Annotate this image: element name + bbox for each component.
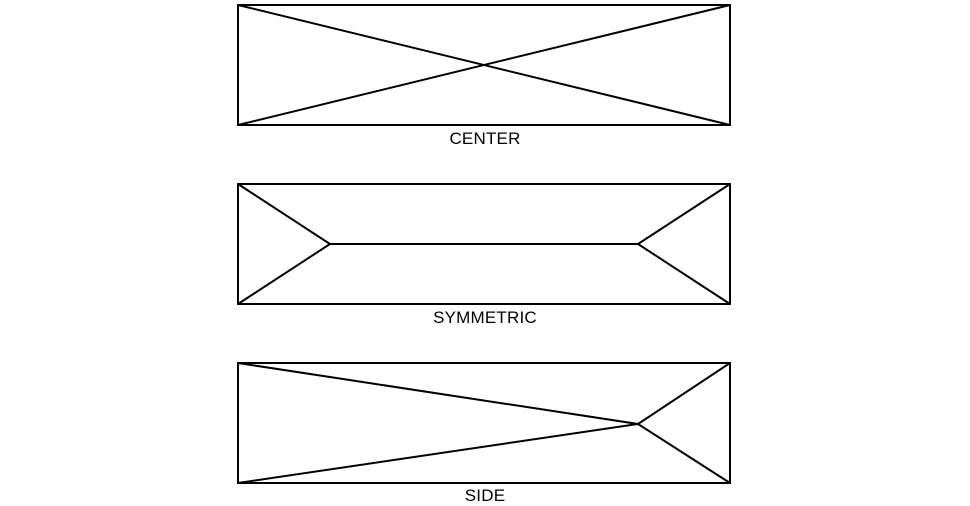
center-panel bbox=[237, 4, 731, 126]
center-diagonal-up bbox=[237, 4, 731, 126]
side-left-converging-lines bbox=[237, 362, 639, 484]
symmetric-right-wedge bbox=[636, 183, 731, 305]
side-caption: SIDE bbox=[464, 486, 506, 505]
symmetric-panel-frame bbox=[237, 183, 731, 305]
side-panel bbox=[237, 362, 731, 484]
symmetric-caption: SYMMETRIC bbox=[433, 308, 537, 327]
symmetric-panel bbox=[237, 183, 731, 305]
side-panel-frame bbox=[237, 362, 731, 484]
center-panel-frame bbox=[237, 4, 731, 126]
side-right-wedge bbox=[636, 362, 731, 484]
symmetric-left-wedge bbox=[237, 183, 332, 305]
center-caption: CENTER bbox=[449, 129, 521, 148]
